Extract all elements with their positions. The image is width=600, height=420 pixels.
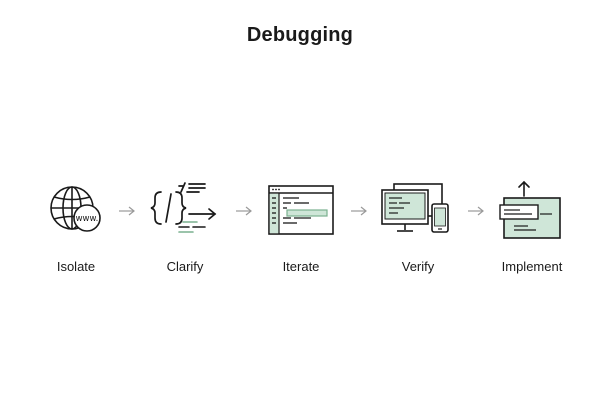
step-label: Implement	[501, 259, 563, 274]
arrow-right-icon	[236, 206, 252, 216]
diagram-title: Debugging	[246, 24, 354, 46]
globe-badge-text: www.	[76, 214, 99, 224]
step-implement: Implement	[477, 178, 587, 288]
code-braces-icon	[150, 182, 217, 233]
deploy-upload-icon	[499, 180, 561, 239]
step-verify: Verify	[363, 178, 473, 288]
arrow-right-icon	[351, 206, 367, 216]
arrow-right-icon	[119, 206, 135, 216]
code-editor-window-icon	[268, 185, 334, 235]
step-label: Iterate	[282, 259, 320, 274]
devices-icon	[381, 183, 449, 233]
step-isolate: www. Isolate	[21, 178, 131, 288]
step-iterate: Iterate	[246, 178, 356, 288]
globe-www-icon: www.	[50, 186, 101, 232]
step-clarify: Clarify	[130, 178, 240, 288]
step-label: Isolate	[56, 259, 96, 274]
step-label: Verify	[401, 259, 435, 274]
step-label: Clarify	[166, 259, 204, 274]
arrow-right-icon	[468, 206, 484, 216]
